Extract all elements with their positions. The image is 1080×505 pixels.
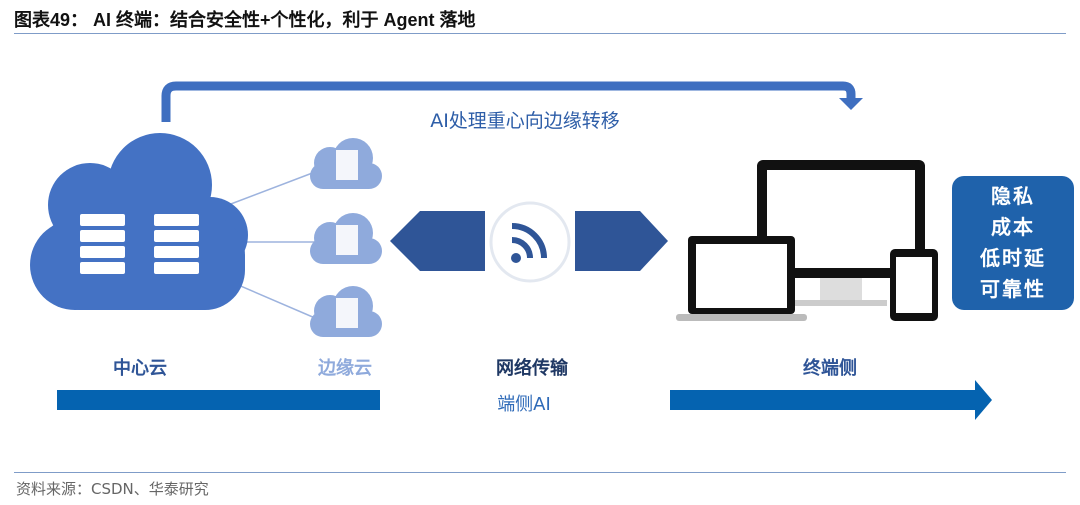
wifi-icon <box>511 223 547 263</box>
shift-label: AI处理重心向边缘转移 <box>430 110 620 132</box>
edge-cloud-label: 边缘云 <box>318 358 372 379</box>
server-icons <box>80 214 199 274</box>
benefit-item: 隐私 <box>991 184 1035 208</box>
source-divider <box>14 472 1066 473</box>
cloud-bar <box>57 390 380 410</box>
network-label: 网络传输 <box>496 358 568 379</box>
monitor-icon <box>757 160 925 306</box>
center-cloud-icon <box>30 133 248 310</box>
benefit-item: 低时延 <box>980 246 1046 270</box>
phone-icon <box>890 249 938 321</box>
figure-title: 图表49： AI 终端：结合安全性+个性化，利于 Agent 落地 <box>14 10 476 30</box>
source-note: 资料来源：CSDN、华泰研究 <box>16 480 209 498</box>
shift-arrow-head <box>839 98 863 110</box>
benefit-item: 可靠性 <box>980 277 1046 301</box>
shift-arrow <box>161 81 856 122</box>
right-arrow <box>575 211 668 271</box>
device-ai-label: 端侧AI <box>497 394 551 415</box>
center-cloud-label: 中心云 <box>113 358 167 379</box>
title-divider <box>14 33 1066 34</box>
laptop-icon <box>676 236 807 321</box>
left-arrow <box>390 211 485 271</box>
benefit-item: 成本 <box>991 215 1035 239</box>
device-side-label: 终端侧 <box>803 358 857 379</box>
device-arrow-head <box>975 380 992 420</box>
device-bar <box>670 390 975 410</box>
benefits-box: 隐私 成本 低时延 可靠性 <box>952 176 1074 310</box>
